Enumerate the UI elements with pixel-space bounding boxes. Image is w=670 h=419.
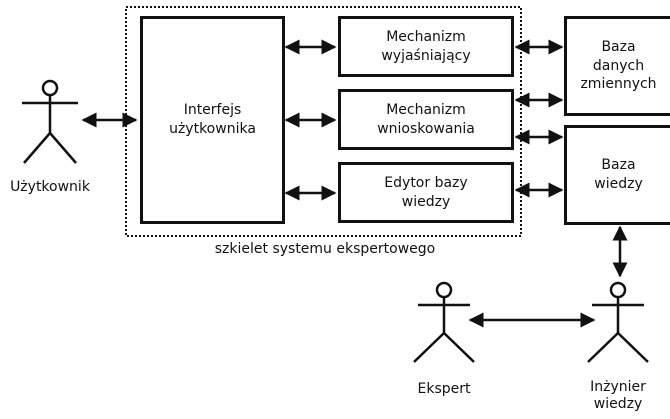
engineer-actor-label: Inżynier wiedzy <box>590 379 646 412</box>
engineer-actor-figure <box>587 281 649 363</box>
expert-actor-label: Ekspert <box>417 381 471 397</box>
inference-mechanism-box: Mechanizm wnioskowania <box>338 89 514 150</box>
user-interface-label: Interfejs użytkownika <box>169 102 256 137</box>
expert-actor-figure <box>413 281 475 363</box>
user-actor-label: Użytkownik <box>10 179 90 195</box>
inference-mechanism-label: Mechanizm wnioskowania <box>377 101 475 137</box>
knowledge-base-label: Baza wiedzy <box>594 157 643 192</box>
kb-editor-label: Edytor bazy wiedzy <box>384 174 468 210</box>
user-actor-figure <box>22 79 78 164</box>
variables-db-label: Baza danych zmiennych <box>580 38 657 93</box>
explanation-mechanism-label: Mechanizm wyjaśniający <box>381 28 471 64</box>
variables-db-box: Baza danych zmiennych <box>564 16 670 116</box>
user-interface-box: Interfejs użytkownika <box>140 16 285 224</box>
framework-label: szkielet systemu ekspertowego <box>214 241 436 257</box>
explanation-mechanism-box: Mechanizm wyjaśniający <box>338 16 514 77</box>
kb-editor-box: Edytor bazy wiedzy <box>338 162 514 223</box>
knowledge-base-box: Baza wiedzy <box>564 125 670 225</box>
